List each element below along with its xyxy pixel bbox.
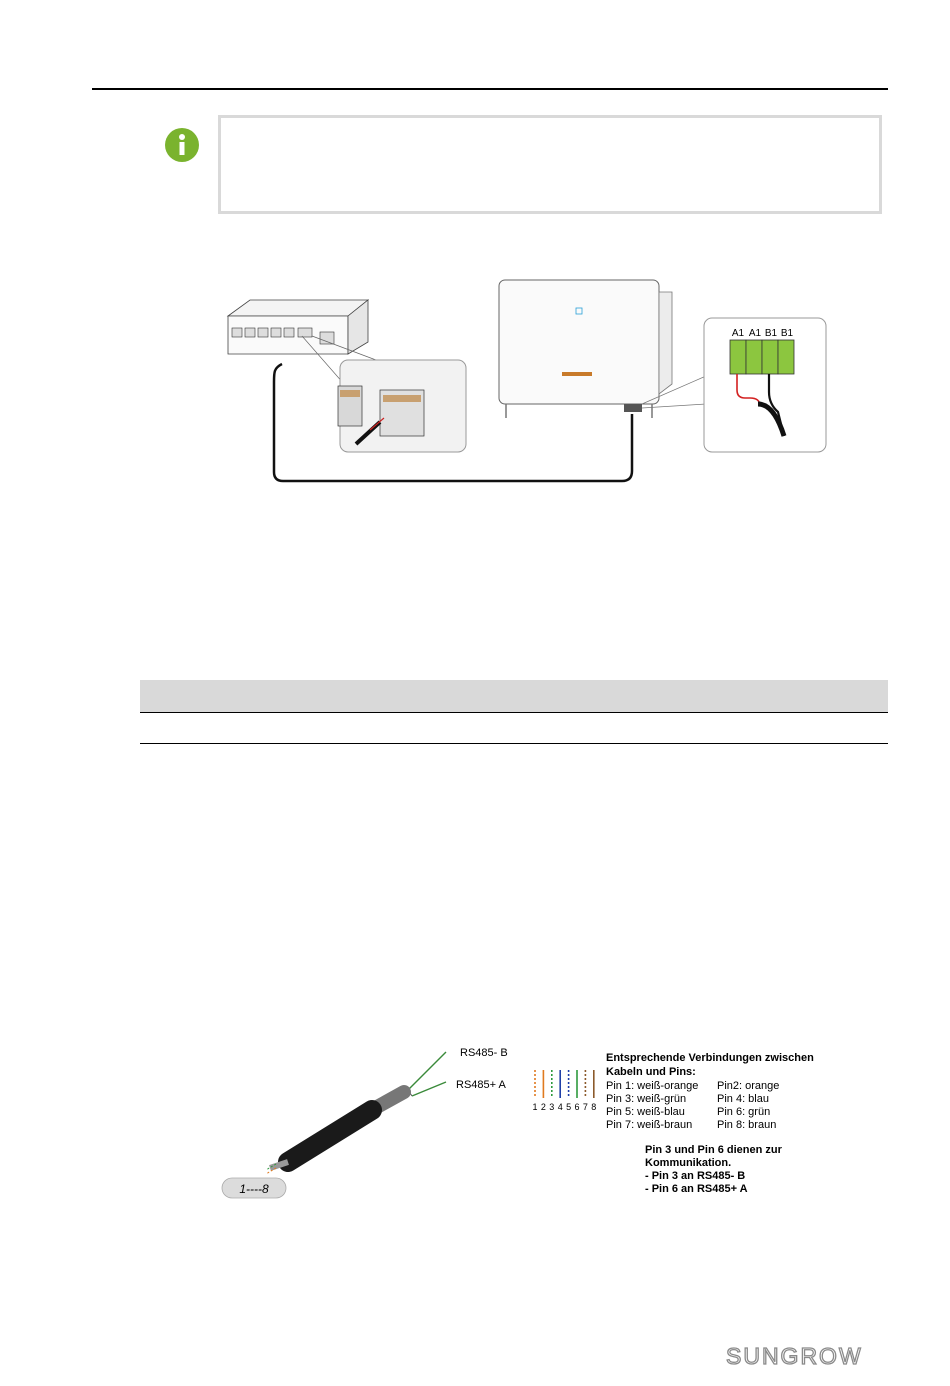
- pin-3-label: Pin 3: weiß-grün: [606, 1093, 687, 1105]
- info-icon: [165, 128, 199, 162]
- table-rule: [140, 712, 888, 713]
- table-rule: [140, 743, 888, 744]
- pin-1-label: Pin 1: weiß-orange: [606, 1080, 699, 1092]
- pin-number-5: 5: [566, 1102, 571, 1112]
- pin-8-label: Pin 8: braun: [717, 1119, 777, 1131]
- rs485-wiring-diagram: A1 A1 B1 B1: [226, 279, 827, 483]
- logger-device: [226, 299, 370, 355]
- communication-cable: [272, 362, 634, 483]
- terminal-label-a1-1: A1: [732, 328, 745, 339]
- comm-note-4: - Pin 6 an RS485+ A: [645, 1183, 748, 1195]
- terminal-label-b1-1: B1: [765, 328, 778, 339]
- wire-label-a: RS485+ A: [456, 1079, 507, 1091]
- pin-4-label: Pin 4: blau: [717, 1093, 769, 1105]
- connections-title-2: Kabeln und Pins:: [606, 1066, 696, 1078]
- comm-note-2: Kommunikation.: [645, 1157, 732, 1169]
- table-header-row: [140, 680, 888, 712]
- pin-number-2: 2: [541, 1102, 546, 1112]
- pin-number-8: 8: [591, 1102, 596, 1112]
- pin-5-label: Pin 5: weiß-blau: [606, 1106, 685, 1118]
- logo-text: SUNGROW: [726, 1343, 863, 1369]
- header-rule: [92, 88, 888, 90]
- pin-6-label: Pin 6: grün: [717, 1106, 771, 1118]
- pin-7-label: Pin 7: weiß-braun: [606, 1119, 693, 1131]
- pin-number-4: 4: [558, 1102, 563, 1112]
- pin-number-7: 7: [583, 1102, 588, 1112]
- connections-title-1: Entsprechende Verbindungen zwischen: [606, 1052, 814, 1064]
- terminal-label-a1-2: A1: [749, 328, 762, 339]
- comm-note-1: Pin 3 und Pin 6 dienen zur: [645, 1144, 782, 1156]
- comm-note-3: - Pin 3 an RS485- B: [645, 1170, 746, 1182]
- pin-2-label: Pin2: orange: [717, 1080, 780, 1092]
- sungrow-logo: SUNGROW: [726, 1342, 863, 1369]
- pin-number-3: 3: [549, 1102, 554, 1112]
- terminal-detail-panel: A1 A1 B1 B1: [703, 317, 827, 453]
- wire-label-b: RS485- B: [460, 1047, 508, 1059]
- inverter: [498, 279, 707, 418]
- cable-tag: 1----8: [239, 1182, 269, 1196]
- rs485-cable-figure: 1----8 RS485- B RS485+ A: [221, 1047, 508, 1199]
- terminal-label-b1-2: B1: [781, 328, 794, 339]
- pin-number-6: 6: [574, 1102, 579, 1112]
- pin-number-1: 1: [532, 1102, 537, 1112]
- logger-terminal-zoom: [301, 335, 467, 453]
- note-box: [218, 115, 882, 214]
